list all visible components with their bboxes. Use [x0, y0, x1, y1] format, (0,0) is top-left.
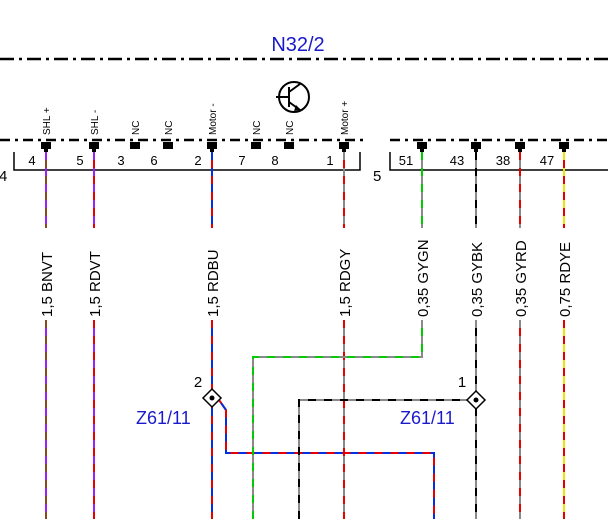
wire-label: 1,5 RDGY	[337, 249, 354, 317]
wire-label: 0,35 GYGN	[415, 239, 432, 317]
pin-number: 7	[238, 153, 245, 168]
pin-number: 4	[28, 153, 35, 168]
splice-point-1	[465, 389, 487, 411]
pin-function-label: NC	[252, 121, 263, 135]
wire-label: 1,5 RDBU	[205, 249, 222, 317]
pin-number: 6	[150, 153, 157, 168]
pin-function-label: NC	[131, 121, 142, 135]
pin-function-label: Motor -	[208, 103, 219, 135]
pin-number: 8	[271, 153, 278, 168]
splice-name: Z61/11	[400, 408, 455, 428]
splice-name: Z61/11	[136, 408, 191, 428]
pin-number: 3	[117, 153, 124, 168]
pin-number: 38	[496, 153, 510, 168]
pin-function-label: Motor +	[340, 101, 351, 135]
connector-id-5: 5	[373, 168, 381, 185]
pin-function-label: SHL +	[42, 107, 53, 135]
wire-gybk-branch	[298, 399, 476, 519]
pin-number: 1	[326, 153, 333, 168]
pin-number: 5	[76, 153, 83, 168]
connector-housing-5	[389, 152, 608, 171]
wire-gygn	[252, 152, 423, 519]
pin-number: 47	[540, 153, 554, 168]
connector-id-4: 4	[0, 168, 7, 185]
pin-function-label: NC	[285, 121, 296, 135]
splice-point-2	[201, 387, 223, 409]
pin-function-label: NC	[164, 121, 175, 135]
pin-terminals	[41, 142, 569, 152]
wire-label: 1,5 RDVT	[87, 251, 104, 317]
connector-housing-4	[13, 152, 361, 171]
splice-pin-number: 2	[194, 374, 202, 391]
wire-label: 0,75 RDYE	[557, 242, 574, 317]
pin-number: 51	[399, 153, 413, 168]
wire-rdbu-branch	[211, 389, 435, 519]
component-title: N32/2	[271, 34, 324, 56]
pin-number: 43	[450, 153, 464, 168]
wire-label: 1,5 BNVT	[39, 252, 56, 317]
splice-pin-number: 1	[458, 374, 466, 391]
transistor-icon	[276, 81, 310, 113]
pin-number: 2	[194, 153, 201, 168]
pin-function-label: SHL -	[90, 110, 101, 135]
wire-label: 0,35 GYRD	[513, 240, 530, 317]
wire-label: 0,35 GYBK	[469, 242, 486, 317]
